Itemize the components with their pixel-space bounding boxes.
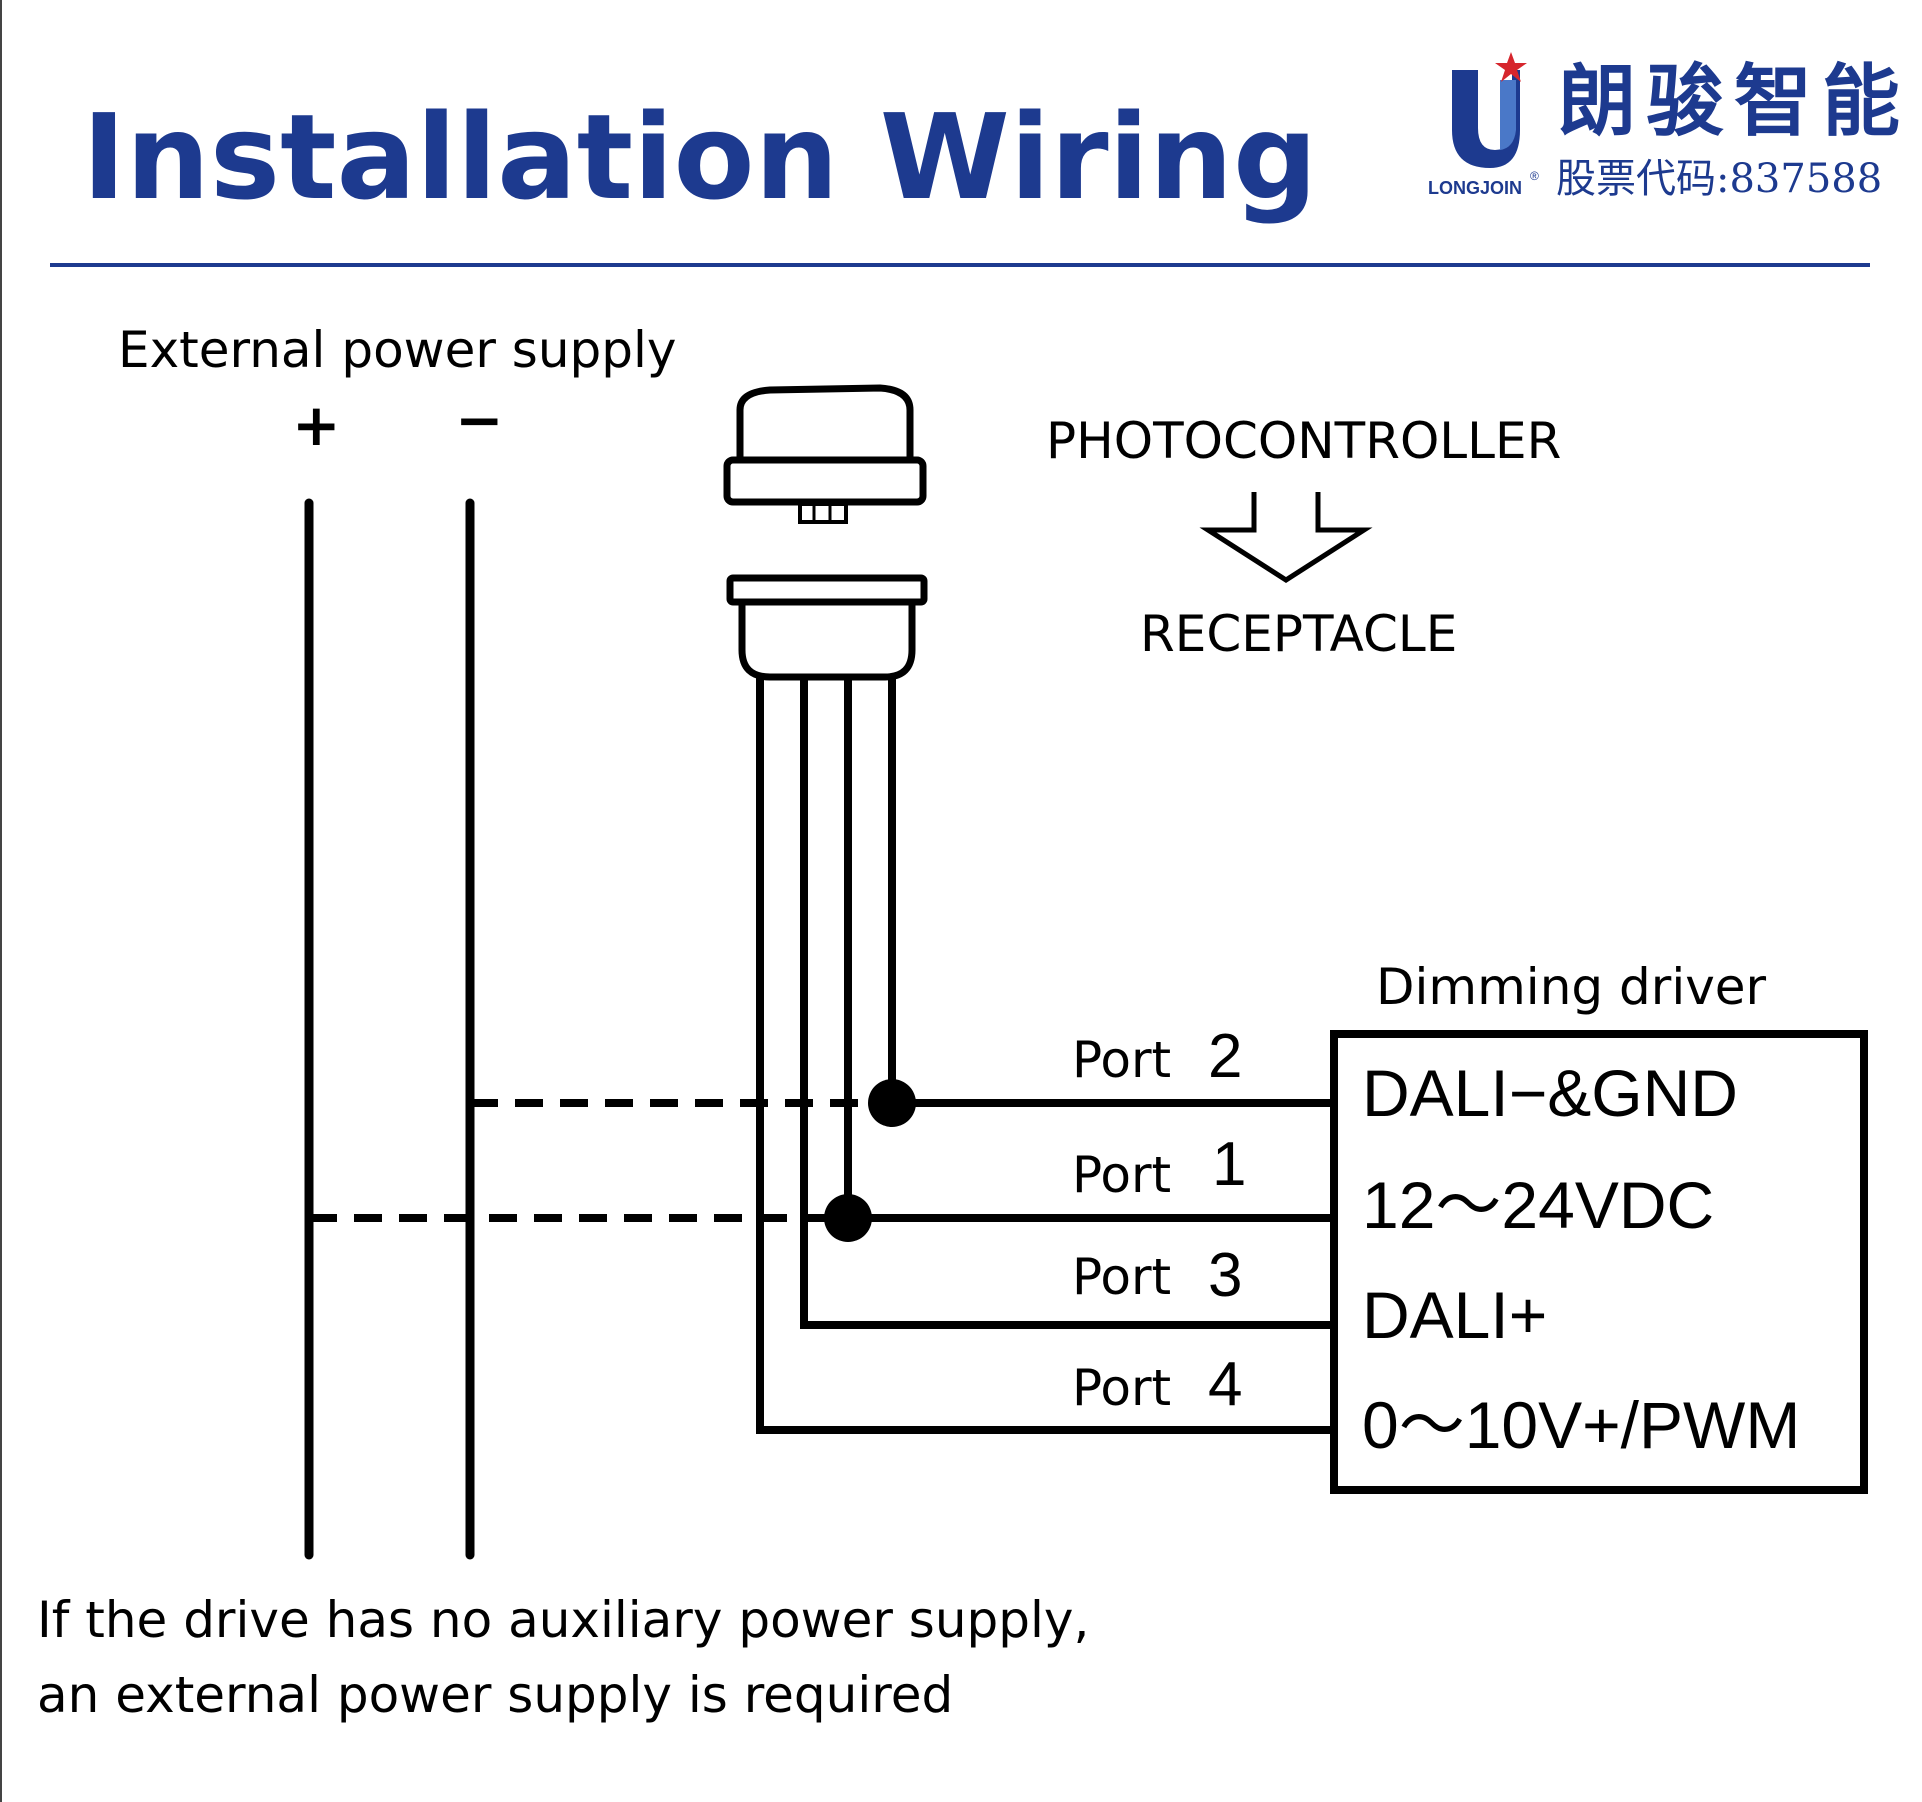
brand-logo: 朗骏智能 LONGJOIN ® 股票代码:837588 — [1428, 52, 1910, 202]
port-label: Port — [1072, 1248, 1171, 1306]
port-label: Port — [1072, 1359, 1171, 1417]
photocontroller-head — [723, 384, 927, 524]
note-line-1: If the drive has no auxiliary power supp… — [37, 1591, 1089, 1649]
photocontroller-label: PHOTOCONTROLLER — [1046, 412, 1561, 470]
supply-plus-label: + — [292, 391, 341, 459]
wire-port-1 — [844, 677, 1334, 1222]
junction-dot — [868, 1079, 916, 1127]
connect-arrow-icon — [1199, 492, 1373, 583]
receptacle — [726, 574, 928, 681]
supply-label: External power supply — [118, 321, 676, 379]
port-label: Port — [1072, 1146, 1171, 1204]
port-number: 2 — [1208, 1022, 1242, 1091]
driver-terminal-label: 0～10V+/PWM — [1362, 1388, 1800, 1462]
junction-dot — [824, 1194, 872, 1242]
logo-english-name: LONGJOIN — [1428, 178, 1522, 198]
logo-u-icon — [1452, 70, 1520, 168]
note-line-2: an external power supply is required — [37, 1666, 953, 1724]
port-number: 1 — [1212, 1130, 1246, 1199]
driver-terminal-label: DALI+ — [1362, 1278, 1547, 1352]
dimming-driver-box — [1330, 1030, 1868, 1494]
logo-chinese-name: 朗骏智能 — [1558, 56, 1910, 147]
supply-minus-label: − — [455, 386, 504, 454]
receptacle-wires — [756, 677, 1334, 1434]
driver-terminal-label: DALI−&GND — [1362, 1056, 1738, 1130]
port-label: Port — [1072, 1031, 1171, 1089]
port-labels: Port 2 Port 1 Port 3 Port 4 — [1072, 1022, 1246, 1419]
port-number: 3 — [1208, 1241, 1242, 1310]
driver-terminals: DALI−&GND 12～24VDC DALI+ 0～10V+/PWM — [1362, 1056, 1800, 1462]
logo-registered-mark: ® — [1530, 169, 1539, 183]
receptacle-label: RECEPTACLE — [1140, 605, 1457, 663]
port-number: 4 — [1208, 1350, 1242, 1419]
driver-terminal-label: 12～24VDC — [1362, 1168, 1714, 1242]
page-title: Installation Wiring — [82, 88, 1317, 226]
wire-port-3 — [800, 677, 1334, 1329]
stock-code: 股票代码:837588 — [1556, 156, 1882, 202]
logo-star-icon — [1495, 52, 1527, 82]
logo-u-accent-icon — [1500, 80, 1516, 150]
wire-port-4 — [756, 677, 1334, 1434]
driver-label: Dimming driver — [1376, 958, 1767, 1016]
